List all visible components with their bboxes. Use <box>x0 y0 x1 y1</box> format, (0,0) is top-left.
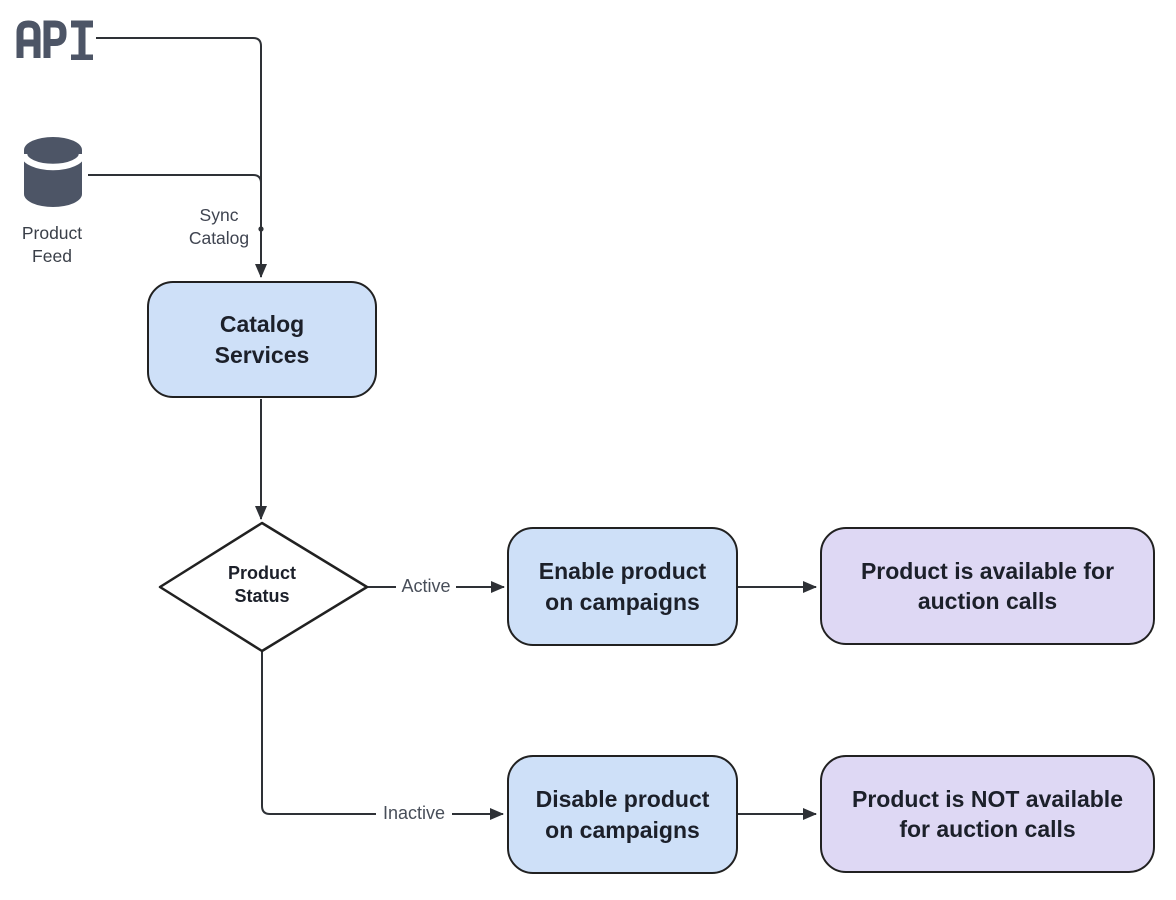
node-product-available: Product is available for auction calls <box>820 527 1155 645</box>
node-disable-product: Disable product on campaigns <box>507 755 738 874</box>
node-enable-product-label: Enable product on campaigns <box>538 558 707 615</box>
active-edge-label: Active <box>396 575 456 599</box>
inactive-edge-label: Inactive <box>376 802 452 826</box>
node-product-status-shape <box>158 521 369 653</box>
node-catalog-services-label: Catalog Services <box>214 311 310 368</box>
node-product-status-label: Product Status <box>227 563 296 607</box>
edge-api-to-catalog <box>96 37 262 227</box>
node-product-not-available-label: Product is NOT available for auction cal… <box>852 785 1123 842</box>
api-letter-p <box>43 20 67 58</box>
node-product-not-available: Product is NOT available for auction cal… <box>820 755 1155 873</box>
api-letter-i <box>71 20 93 60</box>
edge-feed-to-catalog <box>88 174 267 278</box>
database-stripe <box>22 153 84 171</box>
product-feed-label: Product Feed <box>21 223 83 266</box>
node-catalog-services: Catalog Services <box>147 281 377 398</box>
node-enable-product: Enable product on campaigns <box>507 527 738 646</box>
api-letter-a <box>16 20 41 58</box>
edge-status-to-disable <box>261 651 504 820</box>
node-product-available-label: Product is available for auction calls <box>860 557 1115 614</box>
database-icon <box>22 137 84 207</box>
database-body <box>24 137 82 207</box>
node-disable-product-label: Disable product on campaigns <box>535 786 710 843</box>
api-icon <box>16 20 93 60</box>
sync-catalog-edge-label: Sync Catalog <box>188 205 250 248</box>
